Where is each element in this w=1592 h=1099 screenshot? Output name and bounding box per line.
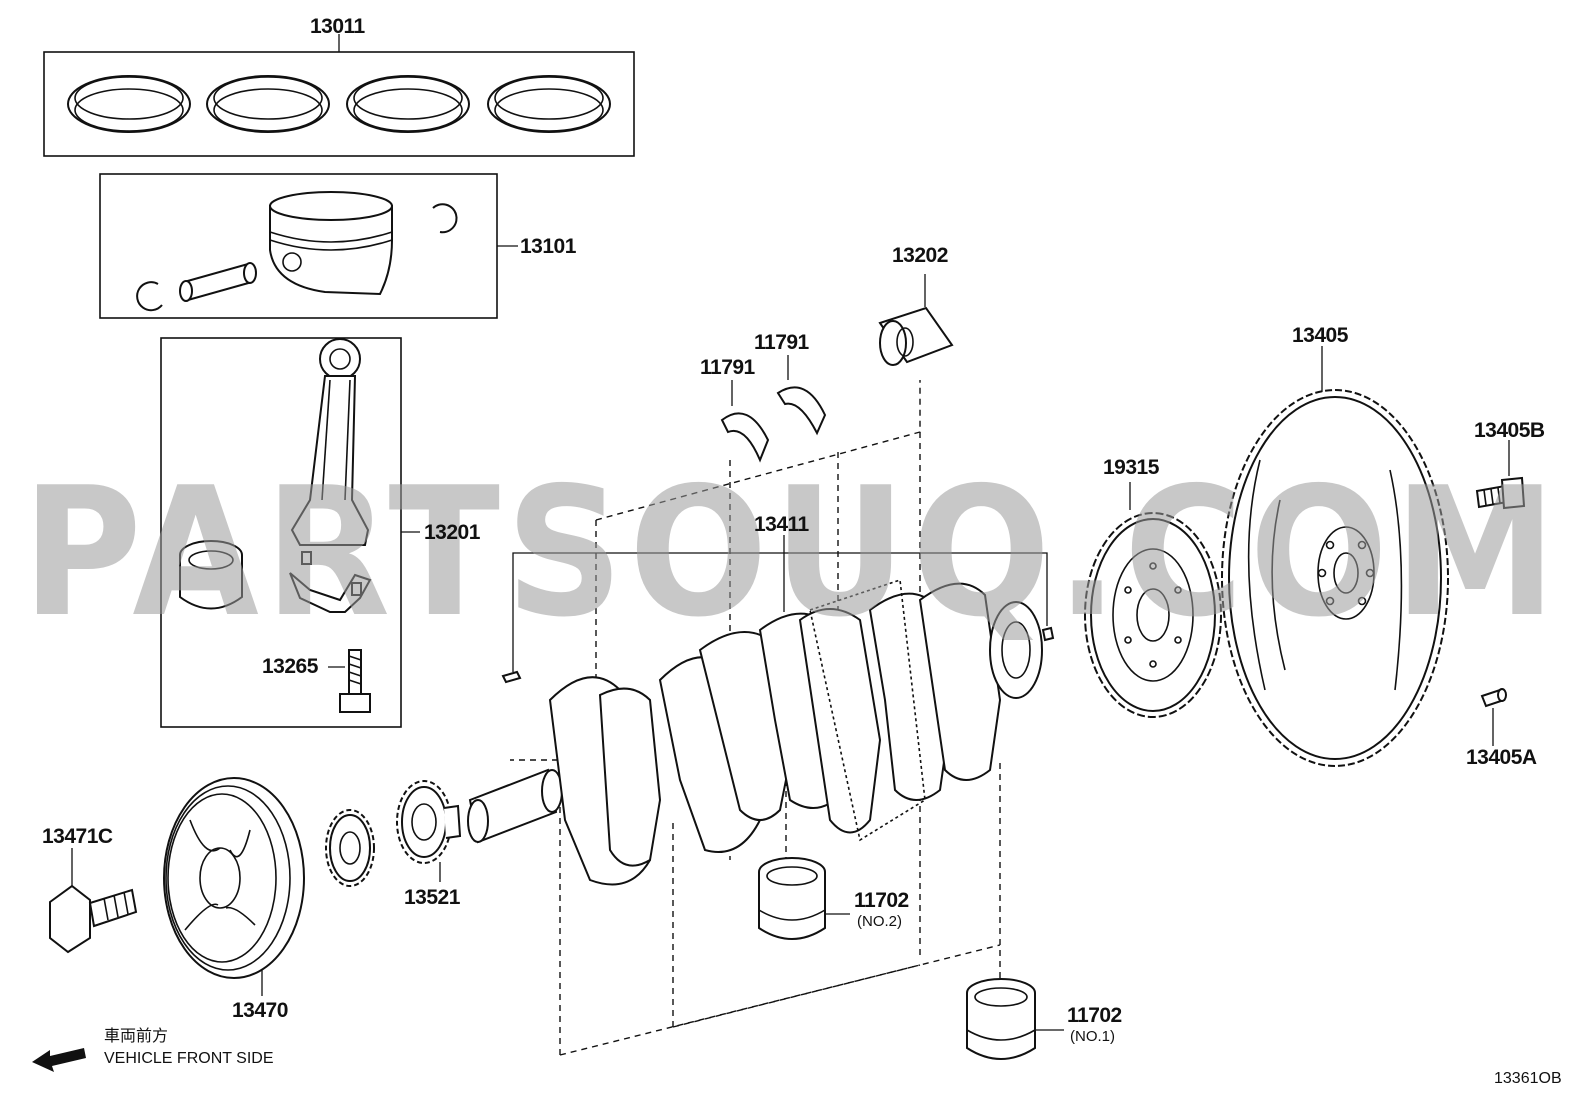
label-13470: 13470: [232, 999, 288, 1022]
flywheel-bolt: [1475, 476, 1526, 510]
main-bearing-no1: [966, 978, 1036, 1060]
snap-ring-right: [432, 203, 458, 234]
label-13101: 13101: [520, 235, 577, 258]
figure-code: 13361OB: [1494, 1070, 1562, 1087]
label-13411: 13411: [754, 513, 810, 536]
crankshaft-pulley: [163, 777, 305, 979]
label-19315: 19315: [1103, 456, 1160, 479]
front-direction-arrow-icon: [32, 1048, 86, 1072]
label-13201: 13201: [424, 521, 481, 544]
label-13011: 13011: [310, 15, 366, 38]
label-11702-no1-note: (NO.1): [1070, 1028, 1115, 1045]
label-13405A: 13405A: [1466, 746, 1537, 769]
label-13405B: 13405B: [1474, 419, 1545, 442]
thrust-washer-2: [776, 386, 827, 436]
timing-sprocket-rear: [325, 809, 375, 887]
label-11702-no2: 11702: [854, 889, 909, 912]
watermark: PARTSOUQ.COM: [22, 449, 1562, 656]
timing-sprocket: [396, 780, 462, 864]
label-13471C: 13471C: [42, 825, 113, 848]
direction-english: VEHICLE FRONT SIDE: [104, 1050, 274, 1067]
crankshaft-bearing-upper: [878, 306, 954, 366]
direction-japanese: 車両前方: [104, 1027, 168, 1045]
piston: [269, 191, 393, 296]
thrust-washer-1: [720, 412, 770, 463]
label-13521: 13521: [404, 886, 461, 909]
label-11791-a: 11791: [700, 356, 756, 379]
piston-ring-3: [346, 75, 470, 133]
piston-pin: [179, 262, 257, 302]
label-11702-no2-note: (NO.2): [857, 913, 902, 930]
crankshaft-key-right: [1041, 626, 1055, 642]
label-13202: 13202: [892, 244, 948, 267]
piston-rings: [67, 75, 611, 133]
label-11702-no1: 11702: [1067, 1004, 1122, 1027]
snap-ring-left: [136, 281, 163, 312]
piston-ring-1: [67, 75, 191, 133]
piston-ring-2: [206, 75, 330, 133]
piston-ring-4: [487, 75, 611, 133]
flywheel-pin: [1480, 688, 1507, 708]
label-11791-b: 11791: [754, 331, 810, 354]
crankshaft-key-left: [501, 670, 522, 684]
connecting-rod-bearing: [179, 540, 243, 610]
crankshaft: [467, 578, 1043, 886]
timing-rotor: [1084, 512, 1222, 718]
main-bearing-no2: [758, 857, 826, 940]
label-13265: 13265: [262, 655, 319, 678]
label-13405: 13405: [1292, 324, 1349, 347]
pulley-bolt: [49, 884, 138, 954]
flywheel: [1221, 389, 1449, 767]
connecting-rod: [289, 338, 372, 613]
connecting-rod-bolt: [339, 649, 371, 713]
